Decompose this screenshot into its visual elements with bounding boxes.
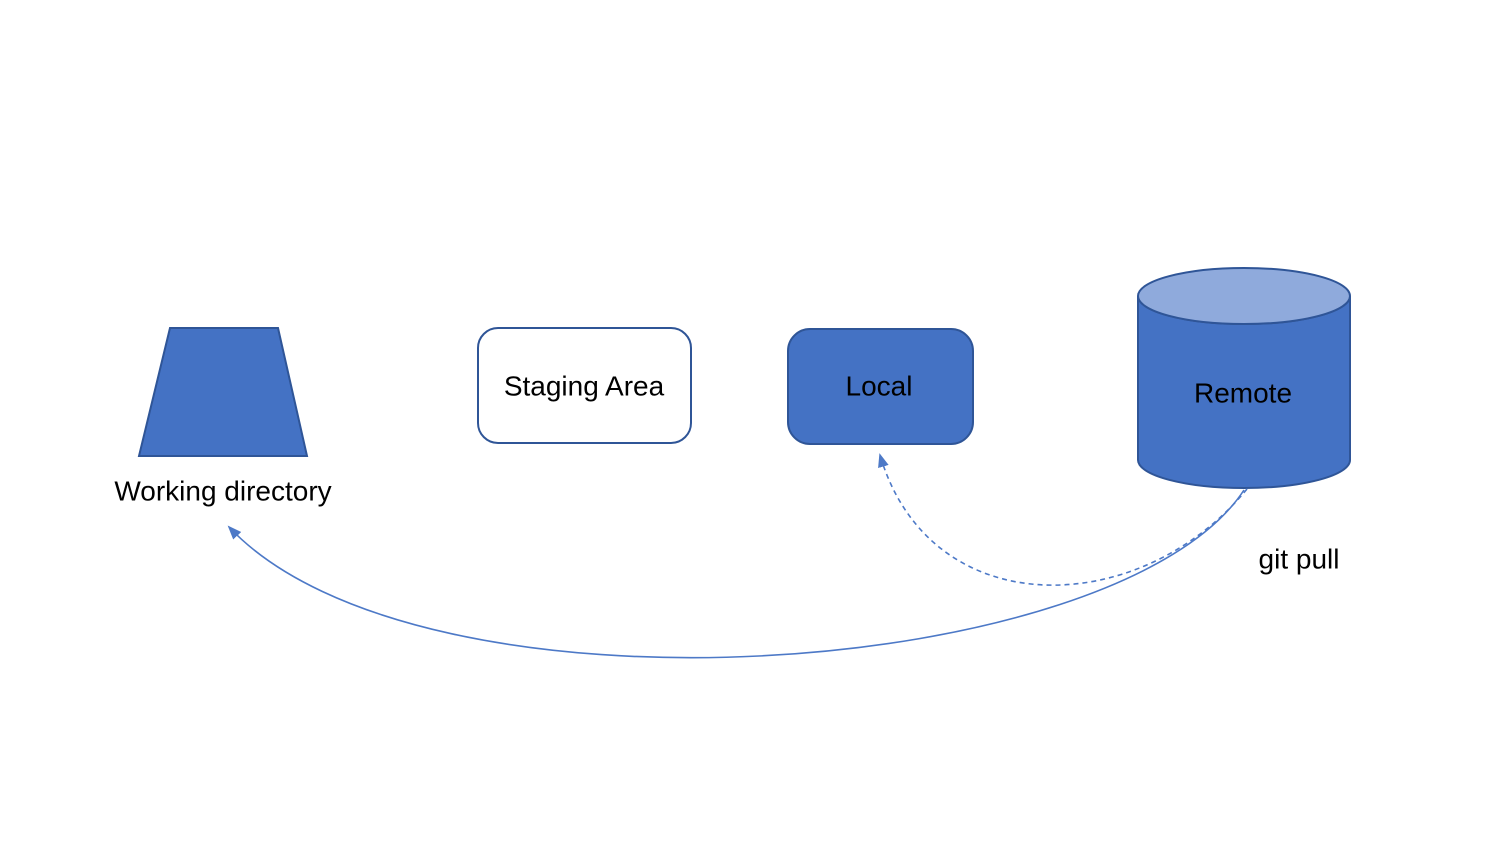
git-pull-edge-label: git pull bbox=[1258, 543, 1340, 575]
edge-remote-to-working-directory bbox=[227, 489, 1245, 659]
working-directory-label: Working directory bbox=[114, 475, 332, 507]
staging-area-label: Staging Area bbox=[503, 370, 665, 402]
local-shape bbox=[787, 328, 974, 445]
remote-cylinder-top bbox=[1137, 267, 1351, 325]
remote-label: Remote bbox=[1193, 377, 1293, 409]
local-label: Local bbox=[845, 370, 913, 402]
staging-area-shape bbox=[477, 327, 692, 444]
working-directory-shape bbox=[137, 327, 309, 457]
remote-shape bbox=[1137, 267, 1351, 489]
edge-remote-to-local bbox=[878, 453, 1248, 586]
